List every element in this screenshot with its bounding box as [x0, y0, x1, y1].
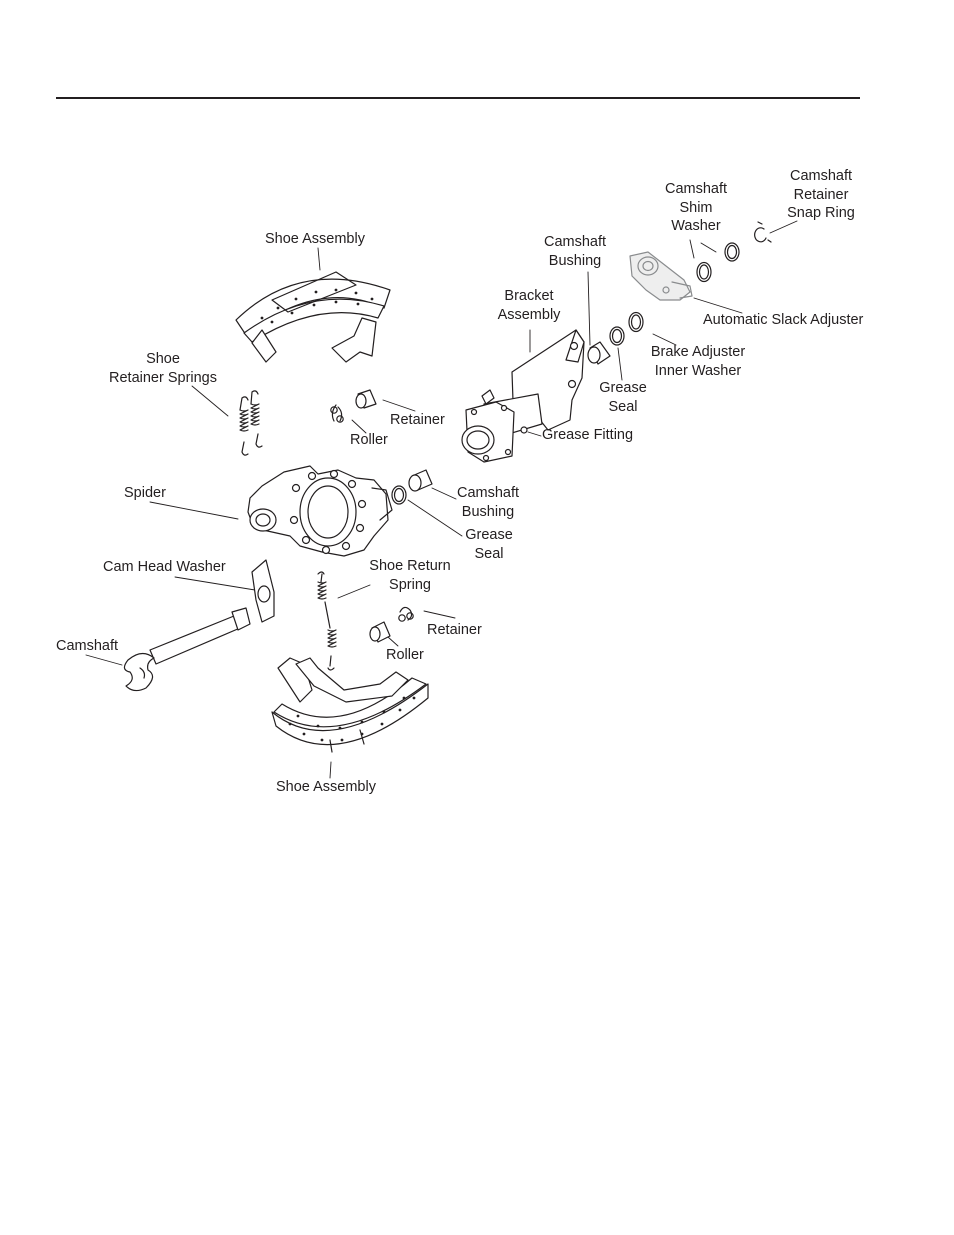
- cam-head-washer-icon: [251, 559, 275, 623]
- lower-retainer-clip-icon: [398, 606, 414, 622]
- label-retainer-bottom: Retainer: [427, 622, 482, 638]
- label-camshaft-bushing-mid: Camshaft Bushing: [456, 485, 520, 520]
- shoe-retainer-springs-icon: [239, 390, 263, 456]
- middle-camshaft-bushing-icon: [408, 469, 433, 492]
- brake-adjuster-inner-washer-icon: [628, 311, 644, 333]
- label-grease-seal-mid: Grease Seal: [465, 527, 513, 562]
- camshaft-shim-washer-icon: [696, 242, 740, 283]
- label-camshaft-retainer-snap-ring: Camshaft Retainer Snap Ring: [787, 168, 855, 221]
- label-shoe-assembly-bottom: Shoe Assembly: [276, 779, 376, 795]
- label-camshaft-bushing-top: Camshaft Bushing: [543, 234, 607, 269]
- label-grease-seal-top: Grease Seal: [599, 380, 647, 415]
- label-bracket-assembly: Bracket Assembly: [497, 288, 561, 323]
- label-cam-head-washer: Cam Head Washer: [103, 559, 226, 575]
- shoe-return-spring-icon: [317, 571, 337, 671]
- label-spider: Spider: [124, 485, 166, 501]
- middle-grease-seal-icon: [391, 485, 407, 505]
- camshaft-retainer-snap-ring-icon: [754, 221, 772, 243]
- upper-roller-icon: [355, 389, 377, 409]
- top-grease-seal-icon: [609, 326, 625, 346]
- header-rule: [56, 97, 860, 99]
- grease-fitting-icon: [520, 426, 528, 434]
- label-shoe-return-spring: Shoe Return Spring: [369, 558, 451, 593]
- label-shoe-assembly-top: Shoe Assembly: [265, 231, 365, 247]
- label-brake-adjuster-inner-washer: Brake Adjuster Inner Washer: [650, 344, 746, 379]
- camshaft-icon: [123, 607, 251, 692]
- bracket-assembly-icon: [461, 329, 585, 463]
- label-retainer-top: Retainer: [390, 412, 445, 428]
- label-grease-fitting: Grease Fitting: [542, 427, 634, 443]
- label-roller-bottom: Roller: [386, 647, 424, 663]
- top-camshaft-bushing-icon: [587, 341, 611, 365]
- label-camshaft: Camshaft: [56, 638, 119, 654]
- automatic-slack-adjuster-icon: [629, 251, 693, 301]
- lower-roller-icon: [369, 621, 391, 643]
- upper-shoe-assembly-icon: [235, 271, 391, 363]
- upper-retainer-clip-icon: [330, 404, 344, 423]
- label-camshaft-shim-washer: Camshaft Shim Washer: [664, 181, 728, 234]
- label-automatic-slack-adjuster: Automatic Slack Adjuster: [703, 312, 864, 328]
- label-roller-top: Roller: [350, 432, 388, 448]
- label-shoe-retainer-springs: Shoe Retainer Springs: [109, 351, 217, 386]
- spider-icon: [247, 465, 393, 557]
- lower-shoe-assembly-icon: [271, 657, 429, 753]
- leader-lines: [85, 220, 798, 779]
